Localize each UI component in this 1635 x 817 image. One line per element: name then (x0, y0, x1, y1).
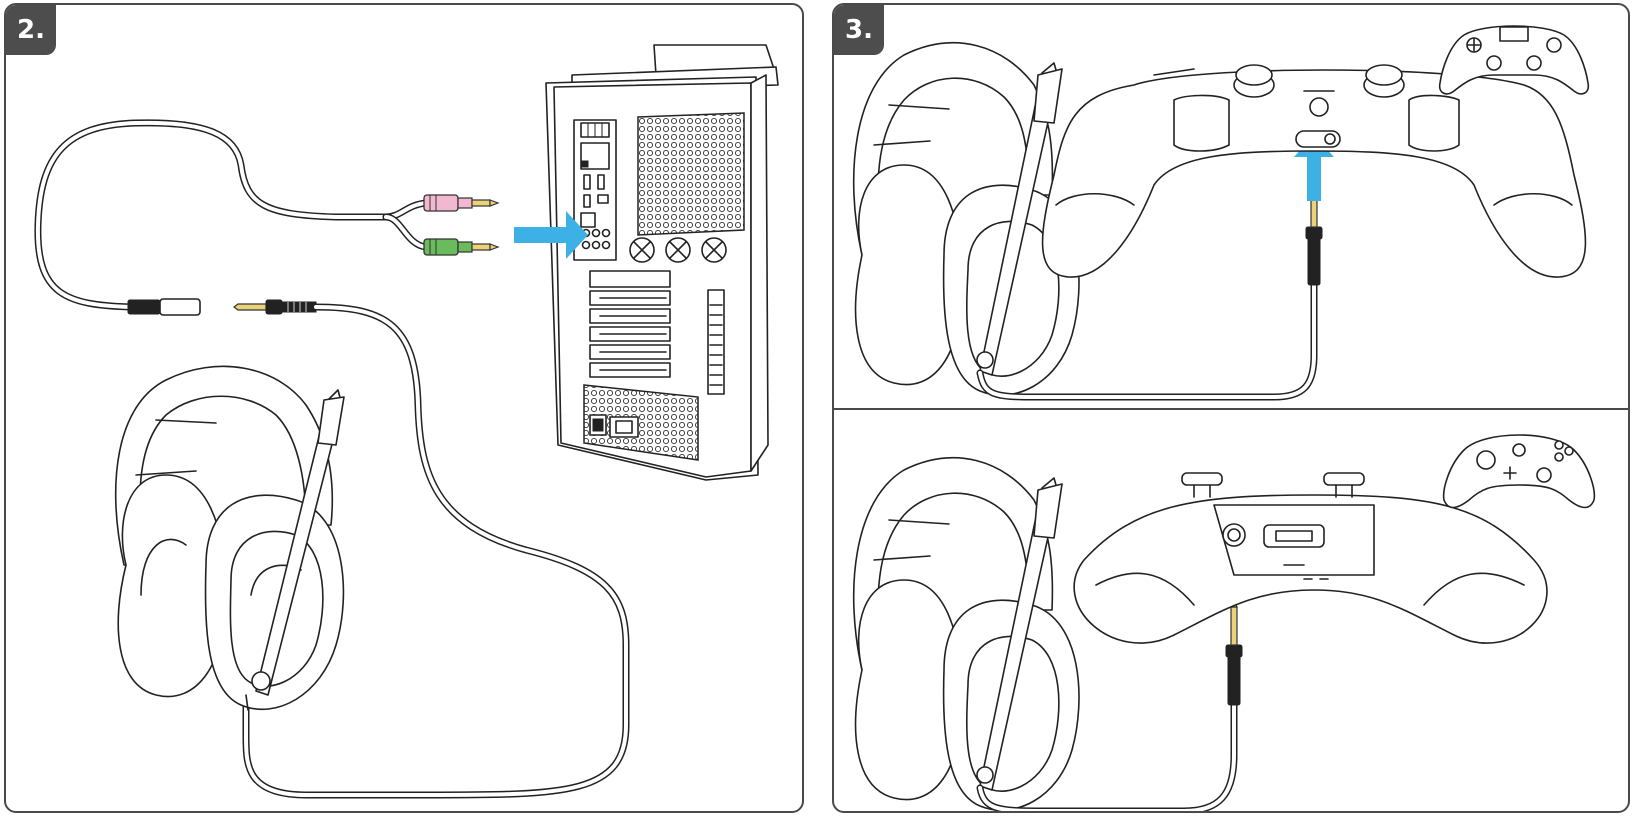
female-jack (127, 298, 201, 316)
playstation-controller (1041, 64, 1587, 278)
playstation-controller-icon (1438, 25, 1590, 95)
headset-xbox-section (852, 434, 1596, 811)
panel-step-2: 2. (4, 3, 804, 813)
headset-playstation-section (852, 25, 1590, 401)
console-connection-illustration (852, 25, 1596, 811)
expansion-slots (589, 270, 671, 378)
splitter-cable (34, 119, 430, 311)
panel-step-3: 3. (832, 3, 1630, 813)
audio-plug-green (423, 238, 500, 256)
pc-tower (545, 44, 779, 481)
mic-plug-pink (423, 194, 500, 212)
xbox-controller (1073, 472, 1548, 644)
insert-arrow-icon (514, 211, 588, 259)
gaming-headset (114, 365, 345, 711)
section-divider (834, 408, 1628, 410)
gaming-headset (852, 457, 1080, 811)
step-number-badge: 3. (834, 5, 884, 55)
headset-plug (1305, 186, 1323, 286)
xbox-controller-icon (1442, 434, 1596, 509)
headset-plug (233, 299, 317, 315)
headset-plug (1225, 598, 1243, 706)
step-number-badge: 2. (6, 5, 56, 55)
headset-cable (242, 303, 630, 799)
pc-connection-illustration (34, 44, 779, 799)
